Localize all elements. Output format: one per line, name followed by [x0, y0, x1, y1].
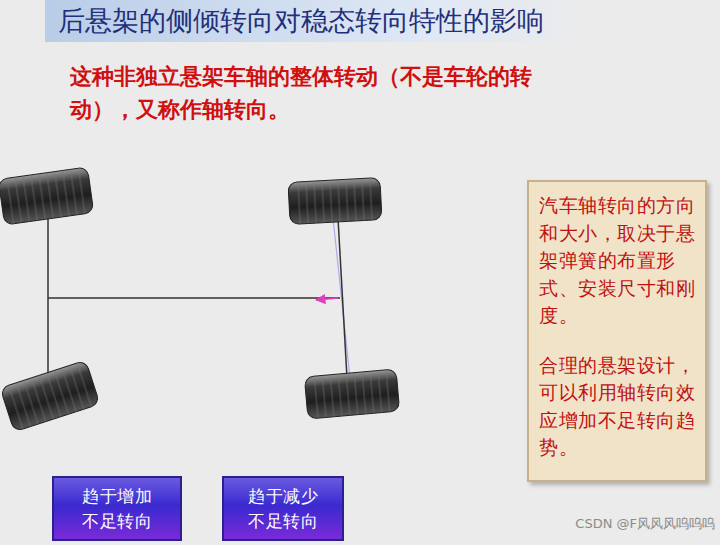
title: 后悬架的侧倾转向对稳态转向特性的影响: [58, 3, 544, 39]
node-text: 趋于减少不足转向: [244, 484, 322, 533]
node-text: 合理的悬架设计，可以利用轴转向效应增加不足转向趋势。: [539, 352, 695, 462]
title-band: [45, 0, 590, 42]
watermark: CSDN @F风风风呜呜呜: [500, 516, 715, 532]
option-button: 趋于增加不足转向: [52, 476, 182, 541]
steer-arrow: [316, 298, 338, 300]
tire: [304, 369, 399, 419]
info-panel: 汽车轴转向的方向和大小，取决于悬架弹簧的布置形式、安装尺寸和刚度。合理的悬架设计…: [527, 180, 707, 482]
node-text: 汽车轴转向的方向和大小，取决于悬架弹簧的布置形式、安装尺寸和刚度。: [539, 192, 695, 330]
tire: [0, 167, 94, 225]
tire: [288, 178, 382, 225]
option-button: 趋于减少不足转向: [222, 476, 344, 541]
front-axle: [47, 215, 49, 378]
note-text: 这种非独立悬架车轴的整体转动（不是车轮的转动），又称作轴转向。: [70, 60, 542, 126]
tire: [0, 360, 100, 432]
rear-axle: [338, 218, 347, 378]
body-line: [48, 297, 340, 299]
node-text: 趋于增加不足转向: [78, 484, 156, 533]
